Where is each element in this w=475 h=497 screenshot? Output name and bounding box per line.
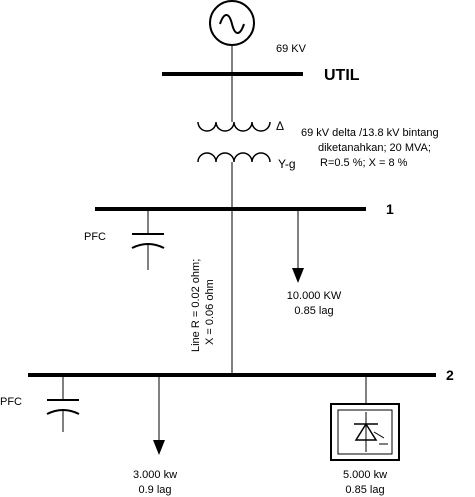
bus-2-load-b-power: 5.000 kw [343,469,387,481]
line-impedance-r: Line R = 0.02 ohm; [190,259,202,352]
bus-1-pfc-label: PFC [84,231,106,243]
bus-1-load-arrow [292,209,304,283]
delta-winding-symbol: Δ [276,119,284,133]
bus-1-pfc-capacitor-symbol [131,209,165,270]
transformer-spec-line-1: 69 kV delta /13.8 kV bintang [301,127,439,139]
bus-2-load-b-drive-symbol [330,375,400,461]
transformer-spec-line-2: diketanahkan; 20 MVA; [318,142,431,154]
util-bus-label: UTIL [324,67,360,84]
bus-2-load-b-pf: 0.85 lag [345,484,384,496]
source-voltage-label: 69 KV [276,43,307,55]
bus-2-pfc-label: PFC [0,396,22,408]
transformer-spec-line-3: R=0.5 %; X = 8 % [320,157,408,169]
wye-grounded-symbol: Y-g [278,157,296,171]
bus-2-load-a-power: 3.000 kw [133,469,177,481]
ac-source-symbol [209,0,255,46]
bus-2-label: 2 [446,367,454,383]
bus-1-load-pf: 0.85 lag [294,305,333,317]
bus-1-load-power: 10.000 KW [287,290,342,302]
line-impedance-x: X = 0.06 ohm [204,279,216,345]
transformer-symbol [197,121,271,163]
bus-2-load-a-arrow [153,375,165,455]
bus-1-label: 1 [386,201,394,217]
bus-2-load-a-pf: 0.9 lag [138,484,171,496]
bus-2-pfc-capacitor-symbol [46,375,80,432]
